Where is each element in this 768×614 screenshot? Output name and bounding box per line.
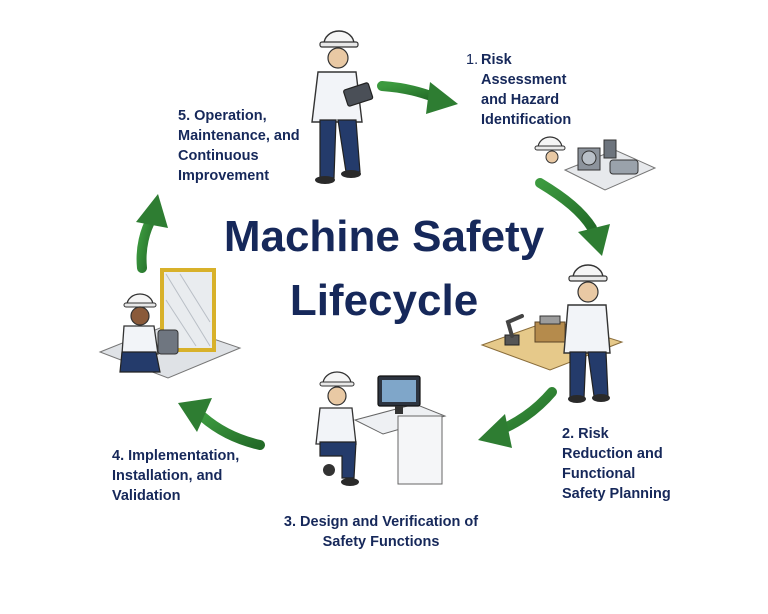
- step-2-line: Functional: [562, 466, 636, 482]
- step-3-label: 3. Design and Verification of Safety Fun…: [268, 512, 494, 552]
- worker-at-robot-cell: [563, 264, 611, 403]
- step-2-line: Reduction and: [562, 446, 663, 462]
- step-4-label: 4. Implementation, Installation, and Val…: [112, 446, 239, 506]
- step-5-line: Continuous: [178, 148, 259, 164]
- safety-guard-fence-icon: [157, 268, 216, 355]
- step-2-label: 2. Risk Reduction and Functional Safety …: [562, 424, 671, 504]
- cycle-arrow-1-to-2: [535, 178, 610, 256]
- step-2-line: Safety Planning: [562, 486, 671, 502]
- cycle-arrow-5-to-1: [377, 81, 458, 114]
- step-1-line: Assessment: [481, 72, 567, 88]
- step-3-line: 3. Design and Verification of: [283, 514, 479, 530]
- step-1-line: Risk: [481, 52, 512, 68]
- step-3-line: Safety Functions: [322, 534, 440, 550]
- hazard-machines-illustration: [534, 136, 657, 191]
- cycle-arrow-4-to-5: [136, 194, 168, 273]
- robot-arm-icon: [504, 314, 524, 346]
- diagram-title-line-1: Machine Safety: [223, 212, 545, 261]
- step-4-line: Installation, and: [112, 468, 223, 484]
- cycle-arrow-2-to-3: [478, 387, 557, 448]
- worker-with-tablet: [311, 30, 374, 184]
- step-1-label: 1. Risk Assessment and Hazard Identifica…: [466, 50, 571, 130]
- step-1-number: 1.: [466, 52, 479, 68]
- cycle-arrow-3-to-4: [178, 398, 265, 450]
- tablet-icon: [343, 82, 374, 107]
- step-5-line: Maintenance, and: [178, 128, 300, 144]
- step-4-line: Validation: [112, 488, 181, 504]
- design-workstation-illustration: [315, 371, 447, 486]
- step-2-line: 2. Risk: [562, 426, 609, 442]
- step-4-line: 4. Implementation,: [112, 448, 240, 464]
- step-1-line: Identification: [481, 112, 572, 128]
- step-5-line: 5. Operation,: [178, 108, 267, 124]
- computer-monitor-icon: [377, 375, 421, 414]
- diagram-title-line-2: Lifecycle: [289, 276, 479, 325]
- step-1-line: and Hazard: [481, 92, 560, 108]
- step-5-label: 5. Operation, Maintenance, and Continuou…: [178, 106, 300, 186]
- step-5-line: Improvement: [178, 168, 270, 184]
- safety-helmet-icon: [534, 136, 566, 164]
- installation-illustration: [98, 268, 242, 379]
